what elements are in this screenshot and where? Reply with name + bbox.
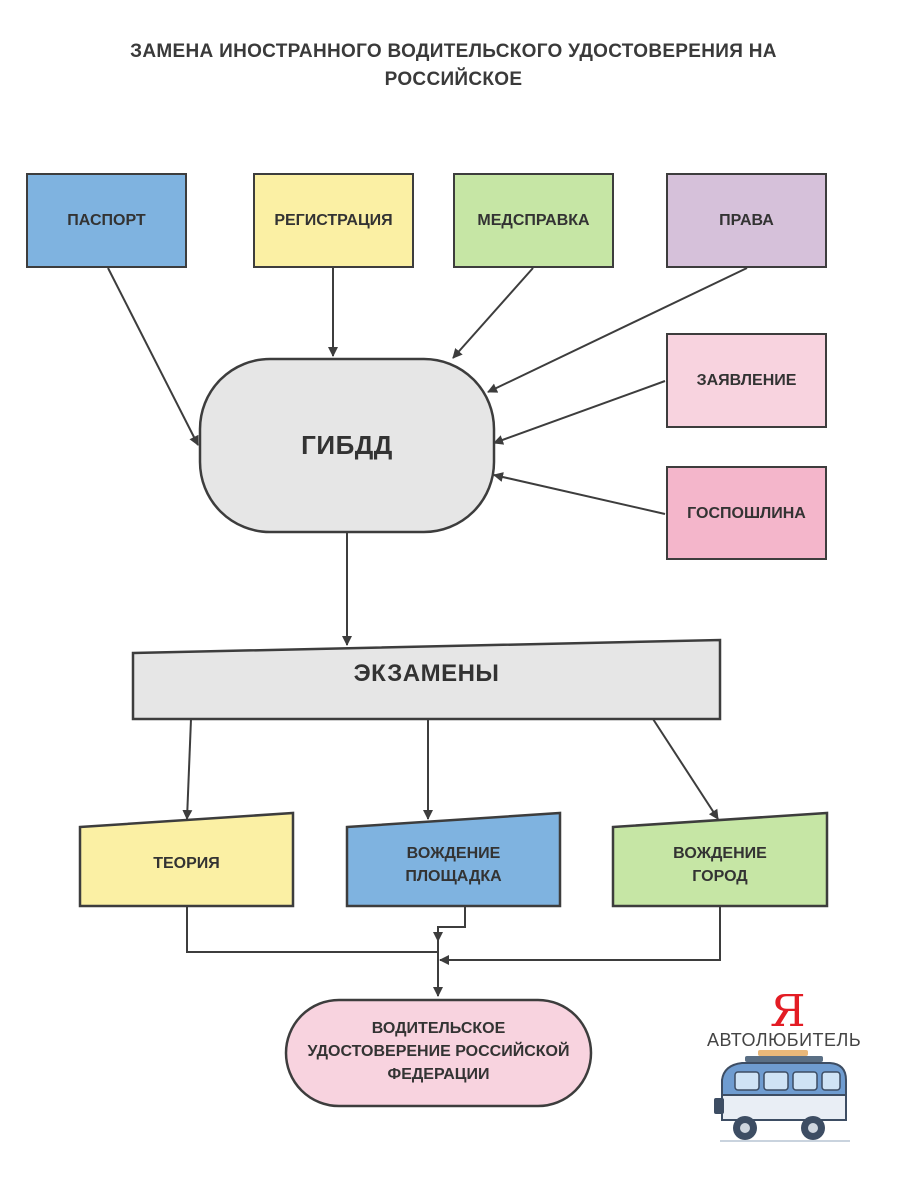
arrow-license-gibdd bbox=[487, 267, 748, 393]
van-logo-icon bbox=[714, 1050, 850, 1142]
diagram-title: ЗАМЕНА ИНОСТРАННОГО ВОДИТЕЛЬСКОГО УДОСТО… bbox=[60, 38, 847, 94]
result-shape bbox=[284, 998, 593, 1108]
arrow-fee-gibdd bbox=[493, 472, 666, 515]
state-fee-box: ГОСПОШЛИНА bbox=[666, 466, 827, 560]
application-box: ЗАЯВЛЕНИЕ bbox=[666, 333, 827, 428]
result-label: ВОДИТЕЛЬСКОЕ УДОСТОВЕРЕНИЕ РОССИЙСКОЙ ФЕ… bbox=[286, 1017, 591, 1086]
city-driving-line-2: ГОРОД bbox=[692, 868, 748, 885]
yard-driving-line-2: ПЛОЩАДКА bbox=[405, 868, 502, 885]
exams-label: ЭКЗАМЕНЫ bbox=[353, 660, 500, 687]
gibdd-label: ГИБДД bbox=[301, 430, 393, 460]
medical-certificate-box: МЕДСПРАВКА bbox=[453, 173, 614, 268]
application-label: ЗАЯВЛЕНИЕ bbox=[696, 372, 797, 389]
arrow-exams-theory bbox=[182, 718, 193, 820]
title-line-1: ЗАМЕНА ИНОСТРАННОГО ВОДИТЕЛЬСКОГО УДОСТО… bbox=[130, 41, 777, 62]
result-line-1: ВОДИТЕЛЬСКОЕ bbox=[371, 1020, 506, 1037]
result-line-3: ФЕДЕРАЦИИ bbox=[387, 1066, 490, 1083]
connector-theory-result bbox=[186, 906, 438, 953]
brand-letter-logo: Я bbox=[770, 986, 806, 1037]
arrow-application-gibdd bbox=[493, 380, 666, 445]
brand-name: АВТОЛЮБИТЕЛЬ bbox=[707, 1030, 862, 1050]
result-line-2: УДОСТОВЕРЕНИЕ РОССИЙСКОЙ bbox=[307, 1043, 570, 1060]
city-driving-line-1: ВОЖДЕНИЕ bbox=[673, 845, 767, 862]
arrow-passport-gibdd bbox=[107, 267, 199, 446]
city-driving-shape bbox=[611, 811, 829, 908]
theory-shape bbox=[78, 811, 295, 908]
registration-label: РЕГИСТРАЦИЯ bbox=[274, 212, 393, 229]
city-driving-label: ВОЖДЕНИЕ ГОРОД bbox=[613, 842, 827, 888]
connector-city-result bbox=[439, 906, 721, 965]
arrow-medical-gibdd bbox=[452, 267, 534, 359]
yard-driving-line-1: ВОЖДЕНИЕ bbox=[406, 845, 501, 862]
title-line-2: РОССИЙСКОЕ bbox=[384, 69, 523, 90]
license-label: ПРАВА bbox=[719, 212, 774, 229]
medical-certificate-label: МЕДСПРАВКА bbox=[477, 212, 590, 229]
license-box: ПРАВА bbox=[666, 173, 827, 268]
state-fee-label: ГОСПОШЛИНА bbox=[687, 504, 806, 522]
registration-box: РЕГИСТРАЦИЯ bbox=[253, 173, 414, 268]
theory-label: ТЕОРИЯ bbox=[80, 852, 293, 875]
connector-yard-result bbox=[433, 906, 466, 942]
arrow-exams-city bbox=[652, 718, 719, 820]
exams-shape bbox=[131, 638, 722, 721]
passport-label: ПАСПОРТ bbox=[67, 212, 146, 229]
yard-driving-shape bbox=[345, 811, 562, 908]
yard-driving-label: ВОЖДЕНИЕ ПЛОЩАДКА bbox=[347, 842, 560, 888]
passport-box: ПАСПОРТ bbox=[26, 173, 187, 268]
theory-text: ТЕОРИЯ bbox=[153, 855, 220, 872]
